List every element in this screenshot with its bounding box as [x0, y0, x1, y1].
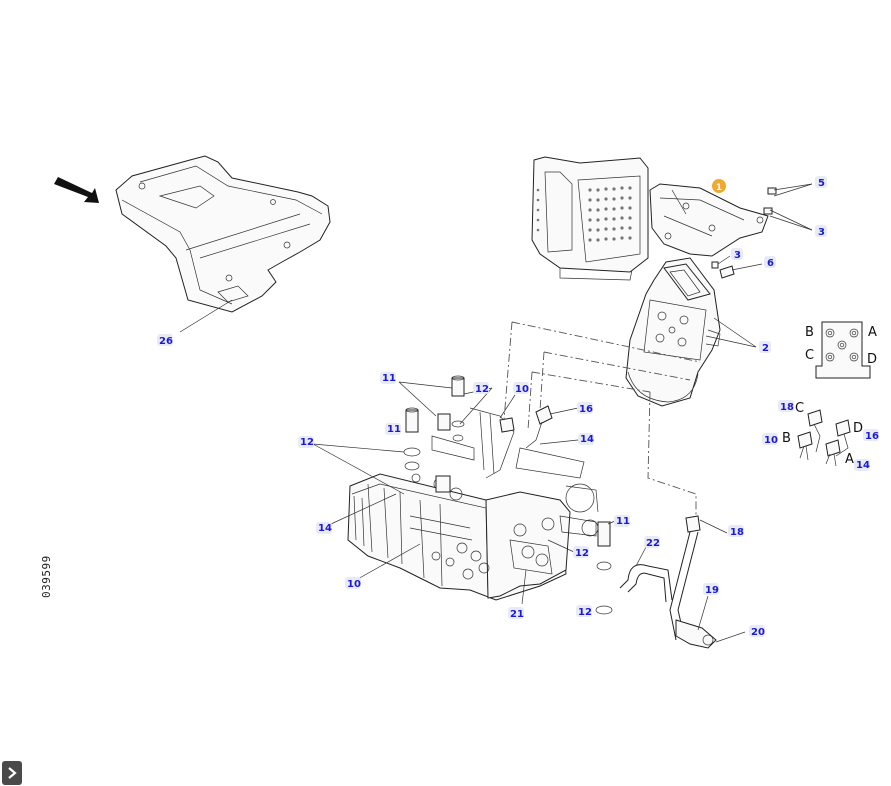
fittings-detail: C D B A — [782, 401, 863, 467]
drawing-number: 039599 — [40, 555, 53, 598]
detail-port-d: D — [853, 421, 863, 436]
main-control-valve[interactable] — [347, 407, 599, 601]
callout-halos — [157, 176, 879, 637]
callout-12-left[interactable]: 12 — [300, 437, 314, 448]
callout-numbers: 26 5 3 3 6 2 11 12 10 16 18 11 14 10 16 … — [159, 178, 879, 638]
detail-port-c: C — [795, 401, 804, 416]
callout-14-main[interactable]: 14 — [580, 434, 594, 445]
port-label-d: D — [867, 352, 877, 367]
callout-18-detail[interactable]: 18 — [780, 402, 794, 413]
callout-19[interactable]: 19 — [705, 585, 719, 596]
cover-plate[interactable] — [115, 155, 331, 333]
callout-6[interactable]: 6 — [767, 258, 774, 269]
direction-arrow — [54, 177, 99, 203]
port-label-c: C — [805, 348, 814, 363]
callout-5[interactable]: 5 — [818, 178, 825, 189]
callout-3-lower[interactable]: 3 — [734, 250, 741, 261]
callout-11-top[interactable]: 11 — [382, 373, 396, 384]
expand-panel-button[interactable] — [2, 761, 22, 785]
callout-12-right[interactable]: 12 — [575, 548, 589, 559]
callout-10-top[interactable]: 10 — [515, 384, 529, 395]
callout-2[interactable]: 2 — [762, 343, 769, 354]
hose-assembly[interactable] — [619, 515, 717, 649]
callout-22[interactable]: 22 — [646, 538, 660, 549]
mounting-bracket — [649, 183, 769, 257]
detail-port-a: A — [845, 452, 854, 467]
callout-11-right[interactable]: 11 — [616, 516, 630, 527]
callout-16-detail[interactable]: 16 — [865, 431, 879, 442]
callout-21[interactable]: 21 — [510, 609, 524, 620]
reference-marker[interactable]: 1 — [712, 179, 726, 193]
callout-16-main[interactable]: 16 — [579, 404, 593, 415]
leader-lines — [312, 381, 746, 643]
pilot-valve-assembly[interactable] — [625, 257, 721, 407]
callout-20[interactable]: 20 — [751, 627, 765, 638]
hose-routing-lines — [503, 321, 701, 516]
hydraulic-tank — [531, 156, 649, 281]
port-layout-detail: B A C D — [805, 321, 877, 379]
port-label-a: A — [868, 325, 877, 340]
callout-18-hose[interactable]: 18 — [730, 527, 744, 538]
callout-14-left[interactable]: 14 — [318, 523, 332, 534]
top-hardware — [705, 183, 813, 348]
chevron-right-icon — [6, 766, 18, 780]
callout-11-left[interactable]: 11 — [387, 424, 401, 435]
valve-fittings — [403, 375, 613, 615]
marker-label: 1 — [716, 183, 722, 193]
callout-12-bottom[interactable]: 12 — [578, 607, 592, 618]
detail-port-b: B — [782, 431, 791, 446]
callout-12-top[interactable]: 12 — [475, 384, 489, 395]
callout-10-detail[interactable]: 10 — [764, 435, 778, 446]
callout-26[interactable]: 26 — [159, 336, 173, 347]
port-label-b: B — [805, 325, 814, 340]
callout-10-bottom[interactable]: 10 — [347, 579, 361, 590]
callout-14-detail[interactable]: 14 — [856, 460, 870, 471]
callout-3-upper[interactable]: 3 — [818, 227, 825, 238]
